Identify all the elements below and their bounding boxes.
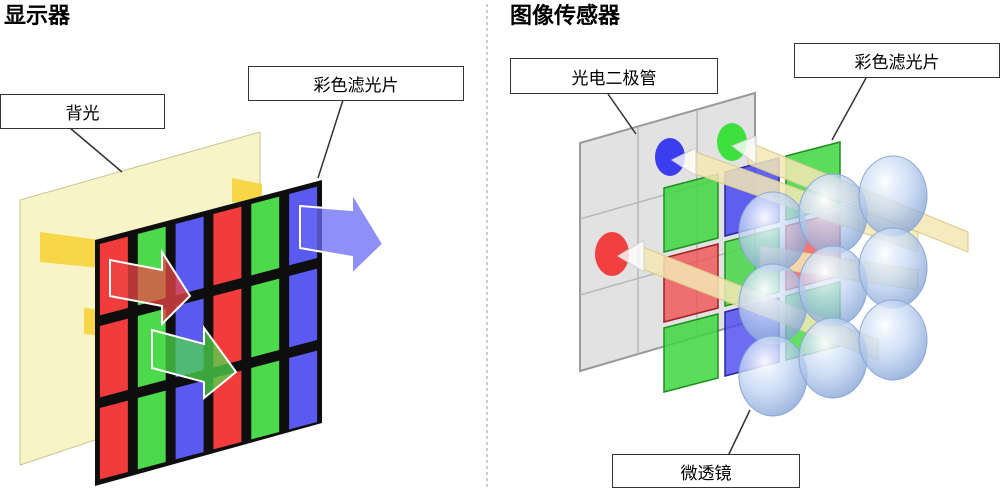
filter-cell-red (213, 288, 242, 368)
filter-cell-green (137, 390, 166, 470)
display-color-filter-label: 彩色滤光片 (248, 66, 464, 101)
sensor-color-filter-label: 彩色滤光片 (794, 43, 1000, 78)
image-sensor-title: 图像传感器 (510, 4, 621, 29)
blue-light-arrow (299, 189, 385, 277)
filter-cell-blue (175, 380, 204, 460)
microlenses (738, 155, 928, 417)
sensor-filter-green (663, 173, 719, 253)
filter-cell-red (99, 318, 128, 398)
microlens-label: 微透镜 (612, 454, 800, 488)
microlens (738, 335, 808, 417)
filter-cell-green (251, 360, 280, 440)
microlens (798, 245, 868, 327)
backlight-label: 背光 (0, 94, 165, 129)
photodiode-pointer-line (607, 93, 637, 135)
sensor-diagram (579, 77, 969, 457)
display-diagram (19, 99, 385, 486)
backlight-pointer-line (69, 127, 123, 173)
microlens (738, 191, 808, 273)
backlight-light-patch (40, 232, 100, 268)
microlens (798, 173, 868, 255)
filter-cell-red (213, 370, 242, 450)
microlens (858, 227, 928, 309)
filter-cell-red (213, 206, 242, 286)
display-filter-pointer-line (317, 99, 344, 179)
sensor-filter-pointer-line (831, 77, 867, 141)
filter-cell-blue (175, 216, 204, 296)
microlens (858, 299, 928, 381)
photodiode-label: 光电二极管 (510, 58, 718, 94)
microlens-pointer-line (727, 409, 751, 457)
display-title: 显示器 (4, 4, 71, 29)
microlens (858, 155, 928, 237)
photodiode-red (595, 232, 629, 276)
red-light-arrow (109, 248, 192, 327)
filter-cell-green (251, 196, 280, 276)
filter-cell-blue (289, 350, 318, 430)
filter-cell-red (99, 400, 128, 480)
sensor-filter-green (663, 313, 719, 393)
green-light-arrow (151, 324, 238, 401)
light-arrowheads (617, 135, 757, 273)
filter-cell-blue (289, 268, 318, 348)
photodiode-blue (655, 138, 685, 176)
filter-cell-green (251, 278, 280, 358)
microlens (798, 317, 868, 399)
microlens (738, 263, 808, 345)
